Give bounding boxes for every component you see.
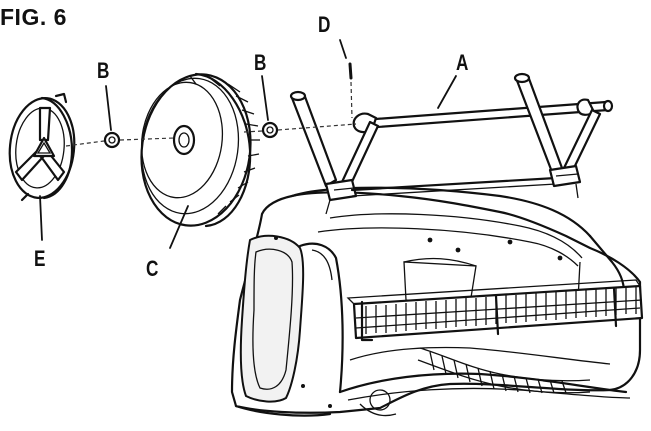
assembly-guide-lines (65, 81, 357, 147)
callout-B-right: B (254, 50, 267, 75)
axle-rod-A (352, 98, 614, 134)
washer-B-left (103, 131, 121, 149)
callout-D: D (318, 12, 331, 37)
pin-D (348, 62, 353, 80)
hubcap-E (8, 92, 76, 202)
callout-A: A (456, 50, 469, 75)
figure-title: FIG. 6 (0, 4, 67, 30)
callout-E: E (34, 246, 46, 271)
front-scraper-bar (346, 279, 644, 342)
washer-B-right (261, 121, 279, 139)
handle-frame (289, 72, 602, 215)
callout-B-left: B (97, 58, 110, 83)
callout-C: C (146, 256, 159, 281)
wheel-C (140, 72, 260, 228)
callout-leaders (39, 39, 457, 249)
